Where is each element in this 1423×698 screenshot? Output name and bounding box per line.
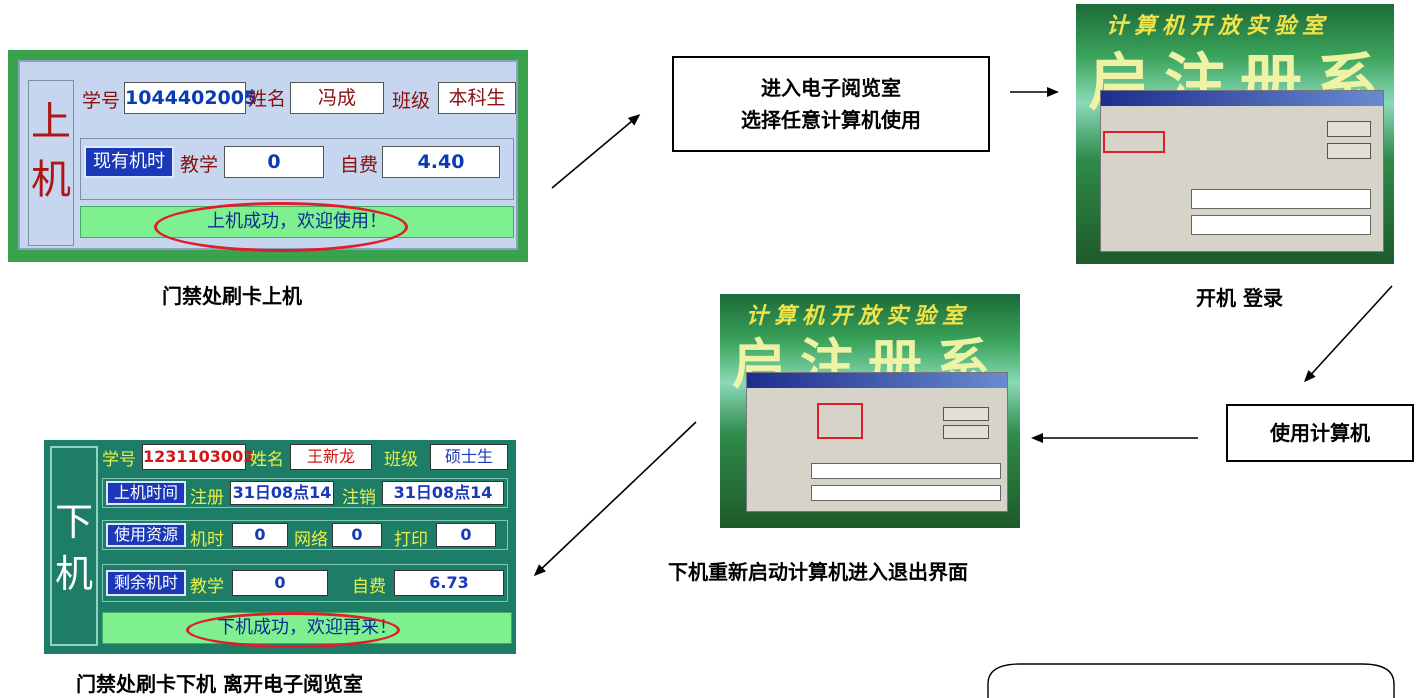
lo-time-row [102,478,508,508]
lo-remaining-row [102,564,508,602]
lo-class-label: 班级 [384,450,418,470]
logout-status-highlight [186,612,400,648]
lo-print-field: 0 [436,523,496,547]
teaching-field: 0 [224,146,324,178]
login-option-highlight [1103,131,1165,153]
class-label: 班级 [392,90,431,112]
screen-banner-small: 计算机开放实验室 [1106,13,1331,39]
lo-cancel-field: 31日08点14 [382,481,504,505]
current-time-button[interactable]: 现有机时 [84,146,174,178]
dialog-ok-button[interactable] [943,407,989,421]
login-dialog [1100,90,1384,252]
step-enter-line1: 进入电子阅览室 [761,76,901,100]
dialog-password-input[interactable] [1191,215,1371,235]
dialog-title-bar [1101,91,1383,106]
exit-dialog [746,372,1008,512]
dialog-account-input[interactable] [1191,189,1371,209]
lo-login-time-button[interactable]: 上机时间 [106,481,186,505]
logout-title-char: 机 [54,552,93,596]
lo-resource-button[interactable]: 使用资源 [106,523,186,547]
lo-network-field: 0 [332,523,382,547]
step-use-computer: 使用计算机 [1226,404,1414,462]
exit-option-highlight [817,403,863,439]
dialog-title-bar [747,373,1007,388]
login-title-char: 机 [31,157,71,203]
lo-self-pay-label: 自费 [352,577,386,597]
lo-student-id-label: 学号 [102,450,136,470]
dialog-password-input[interactable] [811,485,1001,501]
lo-resource-row [102,520,508,550]
lo-class-field: 硕士生 [430,444,508,470]
login-panel-inner: 上 机 学号 1044402005 姓名 冯成 班级 本科生 现有机时 教学 0… [18,60,518,250]
lo-print-label: 打印 [394,530,428,550]
step-enter-reading-room: 进入电子阅览室 选择任意计算机使用 [672,56,990,152]
exit-screenshot: 计算机开放实验室 启注册系 [720,294,1020,528]
arrow-login-to-enter [551,114,641,189]
boot-login-screenshot: 计算机开放实验室 启注册系 [1076,4,1394,264]
caption-boot-login: 开机 登录 [1196,286,1283,310]
screen-banner-small: 计算机开放实验室 [746,303,971,329]
dialog-cancel-button[interactable] [943,425,989,439]
lo-network-label: 网络 [294,530,328,550]
class-field: 本科生 [438,82,516,114]
partial-rounded-box [987,663,1395,698]
dialog-account-input[interactable] [811,463,1001,479]
dialog-cancel-button[interactable] [1327,143,1371,159]
lo-machine-time-label: 机时 [190,530,224,550]
self-pay-field: 4.40 [382,146,500,178]
lo-name-field: 王新龙 [290,444,372,470]
name-label: 姓名 [248,88,287,110]
arrow-boot-to-use [1303,285,1393,383]
name-field: 冯成 [290,82,384,114]
lo-machine-time-field: 0 [232,523,288,547]
lo-self-pay-field: 6.73 [394,570,504,596]
lo-student-id-field: 1231103002 [142,444,254,470]
dialog-ok-button[interactable] [1327,121,1371,137]
step-enter-line2: 选择任意计算机使用 [741,108,921,132]
login-title-char: 上 [31,99,71,145]
caption-card-logout: 门禁处刷卡下机 离开电子阅览室 [76,672,363,696]
login-panel: 上 机 学号 1044402005 姓名 冯成 班级 本科生 现有机时 教学 0… [8,50,528,262]
time-row [80,138,514,200]
caption-restart-exit: 下机重新启动计算机进入退出界面 [668,560,968,584]
self-pay-label: 自费 [340,154,379,176]
lo-remaining-button[interactable]: 剩余机时 [106,570,186,596]
logout-panel: 下 机 学号 1231103002 姓名 王新龙 班级 硕士生 上机时间 注册 … [44,440,516,654]
arrow-exit-to-logout [533,421,697,577]
logout-title-char: 下 [54,500,93,544]
student-id-field: 1044402005 [124,82,257,114]
caption-card-login: 门禁处刷卡上机 [162,284,302,308]
login-title: 上 机 [28,80,74,246]
lo-name-label: 姓名 [250,450,284,470]
student-id-label: 学号 [82,90,121,112]
lo-teaching-field: 0 [232,570,328,596]
lo-teaching-label: 教学 [190,577,224,597]
lo-register-label: 注册 [190,488,224,508]
login-status-highlight [154,202,408,252]
lo-cancel-label: 注销 [342,488,376,508]
teaching-label: 教学 [180,154,219,176]
lo-register-field: 31日08点14 [230,481,334,505]
logout-title: 下 机 [50,446,98,646]
